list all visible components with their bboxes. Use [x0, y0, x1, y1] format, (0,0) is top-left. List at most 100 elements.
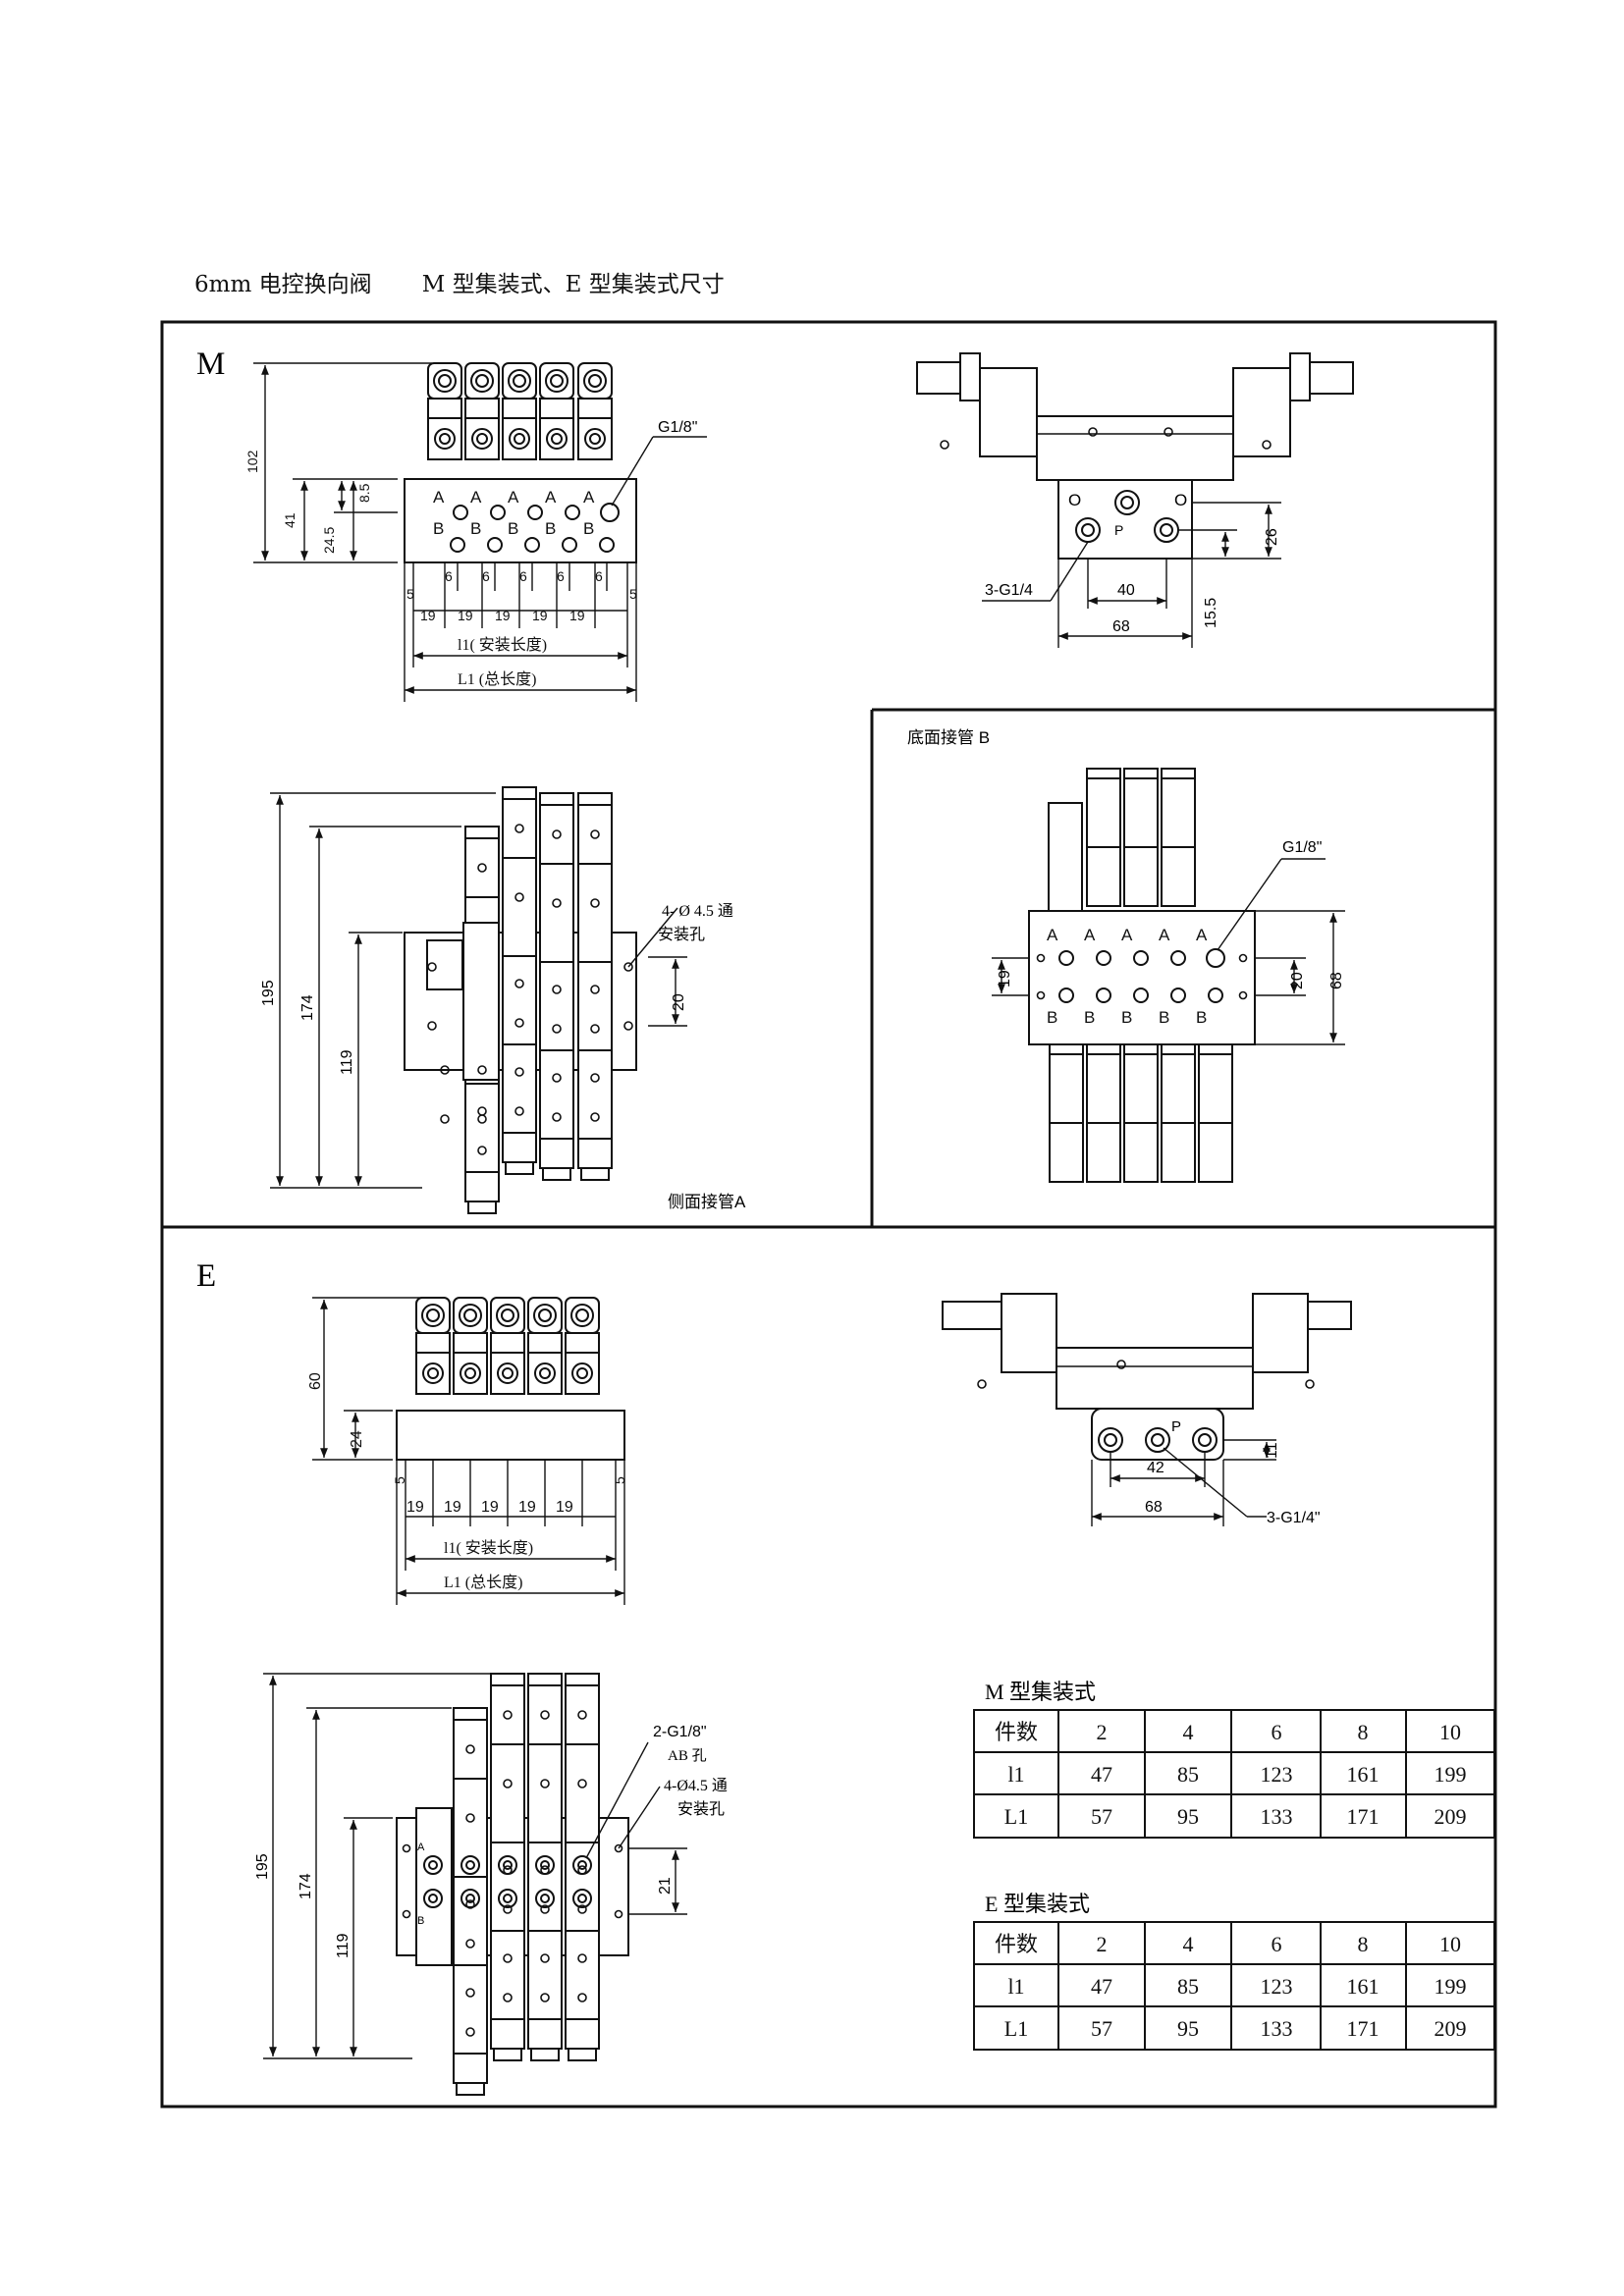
page-title: 6mm 电控换向阀 M 型集装式、E 型集装式尺寸	[194, 272, 725, 297]
svg-text:5: 5	[629, 586, 637, 602]
e-dimension-table: E 型集装式 件数 2 4 6 8 10 l1 47 85 123 161 19…	[973, 1892, 1495, 2051]
svg-text:19: 19	[420, 608, 436, 623]
svg-text:195: 195	[254, 1853, 271, 1880]
svg-text:47: 47	[1091, 1974, 1112, 1999]
svg-text:20: 20	[671, 993, 687, 1011]
svg-text:B: B	[508, 519, 518, 538]
svg-text:B: B	[1047, 1008, 1057, 1027]
m-top-view: 195 174 119 20 4- Ø 4.5 通 安装孔 侧面接管A	[260, 786, 746, 1214]
svg-text:85: 85	[1177, 1762, 1199, 1787]
svg-text:2: 2	[1097, 1932, 1108, 1956]
svg-text:P: P	[1171, 1418, 1181, 1435]
svg-text:5: 5	[392, 1476, 407, 1484]
svg-text:24: 24	[349, 1430, 365, 1448]
svg-text:195: 195	[260, 980, 277, 1006]
svg-text:O: O	[1068, 491, 1081, 509]
svg-text:68: 68	[1328, 972, 1345, 989]
svg-text:199: 199	[1435, 1974, 1467, 1999]
svg-text:安装孔: 安装孔	[658, 926, 705, 943]
svg-text:2-G1/8": 2-G1/8"	[653, 1724, 707, 1740]
svg-text:A: A	[1121, 926, 1133, 944]
svg-text:8: 8	[1358, 1932, 1369, 1956]
svg-text:95: 95	[1177, 2016, 1199, 2041]
m-top-hole-label: 4- Ø 4.5 通	[662, 902, 733, 920]
svg-text:安装孔: 安装孔	[677, 1800, 725, 1818]
svg-text:57: 57	[1091, 2016, 1112, 2041]
svg-text:102: 102	[244, 450, 260, 473]
m-top-caption: 侧面接管A	[668, 1193, 746, 1211]
svg-text:6: 6	[595, 568, 603, 584]
svg-text:174: 174	[299, 994, 316, 1021]
e-side-thread: 3-G1/4"	[1267, 1510, 1321, 1526]
m-dimension-table: M 型集装式 件数 2 4 6 8 10 l1 47 85 123 161 19…	[973, 1680, 1495, 1839]
svg-text:AB 孔: AB 孔	[668, 1747, 707, 1764]
section-label-m: M	[196, 347, 225, 382]
svg-text:A: A	[545, 488, 557, 507]
svg-text:10: 10	[1439, 1932, 1461, 1956]
svg-text:161: 161	[1347, 1974, 1380, 1999]
svg-text:60: 60	[307, 1372, 324, 1390]
svg-text:4-Ø4.5 通: 4-Ø4.5 通	[664, 1777, 728, 1794]
m-total-length: L1 (总长度)	[458, 670, 536, 688]
svg-text:A: A	[1047, 926, 1058, 944]
svg-text:O: O	[1174, 491, 1187, 509]
svg-text:68: 68	[1112, 618, 1130, 635]
svg-text:161: 161	[1347, 1762, 1380, 1787]
m-side-view: O P O 3-G1/4 40 68 26 15.5	[916, 352, 1354, 648]
svg-text:6: 6	[482, 568, 490, 584]
svg-text:174: 174	[298, 1873, 314, 1899]
m-side-thread: 3-G1/4	[985, 582, 1033, 599]
svg-text:B: B	[1196, 1008, 1207, 1027]
svg-text:119: 119	[335, 1933, 352, 1958]
e-install-length: l1( 安装长度)	[444, 1539, 533, 1557]
m-install-length: l1( 安装长度)	[458, 636, 547, 654]
svg-text:10: 10	[1439, 1720, 1461, 1744]
svg-text:5: 5	[406, 586, 414, 602]
svg-text:6: 6	[1272, 1720, 1282, 1744]
svg-text:19: 19	[444, 1499, 461, 1516]
svg-text:A: A	[583, 488, 595, 507]
svg-text:11: 11	[1264, 1442, 1280, 1459]
svg-text:B: B	[1121, 1008, 1132, 1027]
svg-text:P: P	[1114, 522, 1123, 538]
svg-text:26: 26	[1264, 528, 1280, 546]
svg-text:件数: 件数	[995, 1720, 1038, 1744]
svg-text:A: A	[508, 488, 519, 507]
e-top-view: A B 195 174 119 21 2-G1/8" AB 孔 4-Ø4.5 通…	[254, 1673, 728, 2096]
svg-text:41: 41	[282, 512, 298, 528]
m-bottom-thread: G1/8"	[1282, 839, 1322, 856]
svg-text:4: 4	[1183, 1932, 1194, 1956]
m-front-thread: G1/8"	[658, 419, 697, 436]
m-table-title: M 型集装式	[985, 1680, 1096, 1704]
svg-text:B: B	[433, 519, 444, 538]
svg-text:19: 19	[556, 1499, 573, 1516]
svg-text:95: 95	[1177, 1804, 1199, 1829]
svg-text:133: 133	[1261, 2016, 1293, 2041]
svg-text:19: 19	[481, 1499, 499, 1516]
svg-text:件数: 件数	[995, 1932, 1038, 1956]
svg-text:B: B	[583, 519, 594, 538]
svg-text:209: 209	[1435, 2016, 1467, 2041]
e-total-length: L1 (总长度)	[444, 1574, 522, 1591]
svg-text:8.5: 8.5	[356, 483, 372, 503]
svg-text:B: B	[1084, 1008, 1095, 1027]
svg-text:L1: L1	[1004, 1804, 1028, 1829]
svg-text:21: 21	[657, 1877, 674, 1895]
svg-text:20: 20	[1289, 972, 1306, 989]
svg-text:6: 6	[557, 568, 565, 584]
svg-text:B: B	[545, 519, 556, 538]
svg-text:6: 6	[1272, 1932, 1282, 1956]
svg-text:171: 171	[1347, 2016, 1380, 2041]
svg-text:8: 8	[1358, 1720, 1369, 1744]
svg-text:57: 57	[1091, 1804, 1112, 1829]
svg-text:B: B	[470, 519, 481, 538]
svg-text:A: A	[433, 488, 445, 507]
svg-text:15.5: 15.5	[1203, 598, 1219, 628]
svg-text:47: 47	[1091, 1762, 1112, 1787]
svg-text:4: 4	[1183, 1720, 1194, 1744]
svg-text:68: 68	[1145, 1499, 1163, 1516]
svg-text:42: 42	[1147, 1460, 1164, 1476]
svg-text:123: 123	[1261, 1974, 1293, 1999]
